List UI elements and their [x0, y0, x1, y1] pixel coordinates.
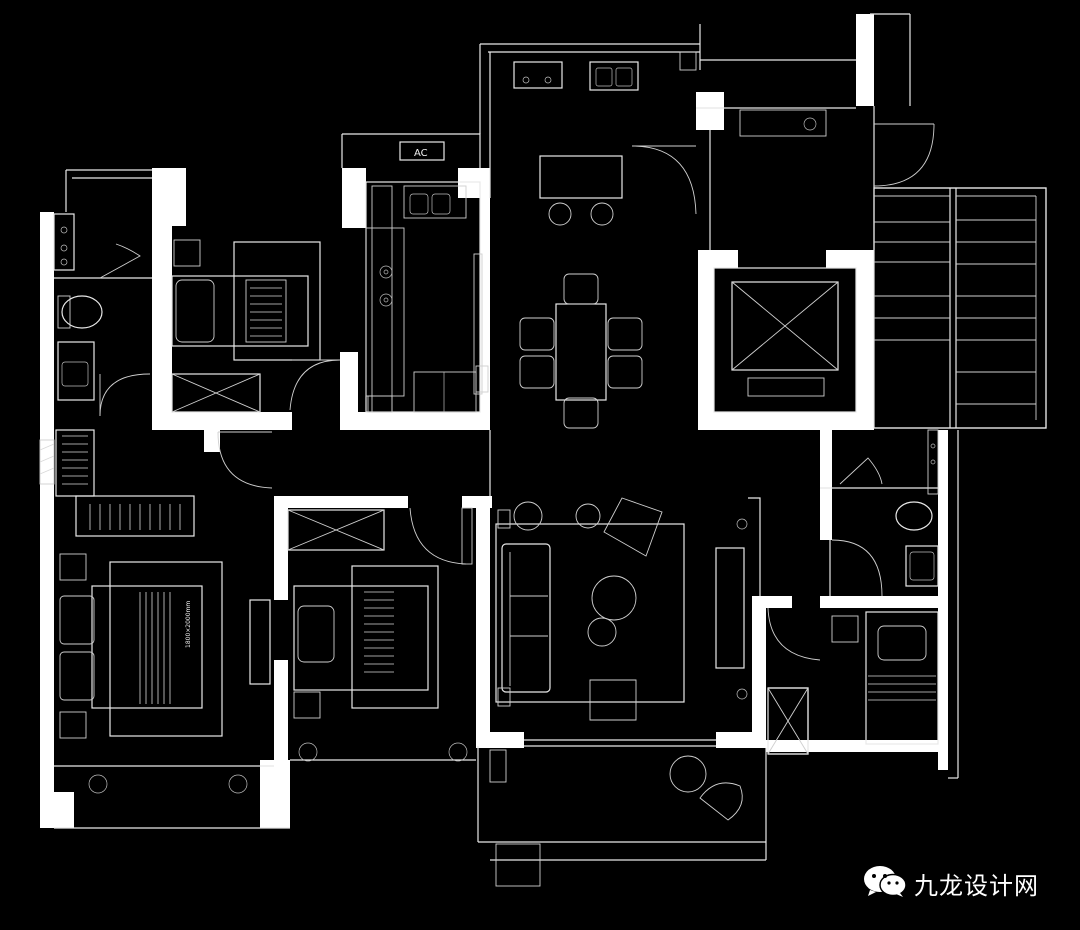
hatched-columns [39, 51, 697, 485]
outer-walls [40, 14, 948, 828]
dining-area [513, 61, 935, 429]
balcony [489, 749, 743, 887]
kitchen: AC [365, 141, 483, 413]
elevator [713, 267, 857, 413]
outline-lines [54, 13, 1047, 861]
bedroom-2 [171, 239, 341, 413]
master-bedroom: 1800×2000mm [55, 429, 273, 794]
watermark-text: 九龙设计网 [914, 872, 1039, 900]
living-area [495, 497, 748, 721]
bathroom-2 [767, 429, 939, 661]
bathroom-1 [53, 213, 152, 417]
bedroom-4 [767, 611, 939, 755]
bedroom-3 [287, 507, 473, 762]
bed-dimension-label: 1800×2000mm [185, 601, 192, 648]
staircase [873, 187, 1047, 429]
ac-label: AC [414, 148, 428, 159]
wechat-icon [862, 864, 908, 898]
